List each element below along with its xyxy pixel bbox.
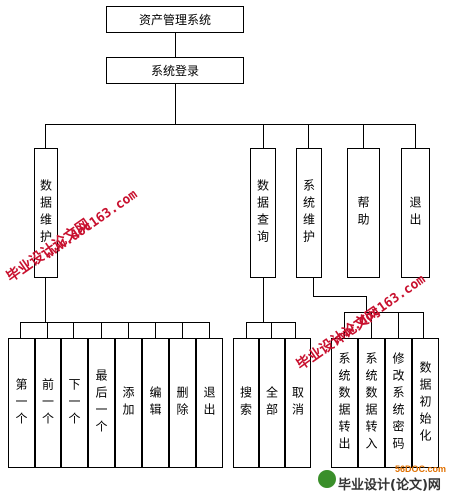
footer-site: 56DOC.com: [395, 464, 447, 474]
module-help: 帮助: [347, 148, 380, 278]
module-label: 系统维护: [301, 179, 316, 247]
leaf-search: 搜索: [233, 338, 259, 468]
module-label: 退出: [408, 196, 422, 230]
leaf-first: 第一个: [8, 338, 35, 468]
leaf-exit: 退出: [196, 338, 223, 468]
leaf-init-data: 数据初始化: [412, 338, 439, 468]
leaf-label: 系统数据转入: [364, 352, 378, 454]
module-data-query: 数据查询: [250, 148, 276, 278]
leaf-add: 添加: [115, 338, 142, 468]
leaf-previous: 前一个: [35, 338, 61, 468]
module-label: 帮助: [356, 196, 370, 230]
root-title: 资产管理系统: [138, 13, 211, 27]
leaf-label: 全部: [264, 386, 279, 420]
leaf-label: 编辑: [148, 386, 162, 420]
module-label: 数据查询: [255, 179, 270, 247]
leaf-label: 退出: [202, 386, 216, 420]
leaf-label: 第一个: [14, 377, 28, 429]
leaf-label: 搜索: [238, 386, 253, 420]
leaf-label: 修改系统密码: [391, 352, 405, 454]
leaf-import-data: 系统数据转入: [358, 338, 385, 468]
leaf-last: 最后一个: [88, 338, 115, 468]
module-data-maintenance: 数据维护: [34, 148, 58, 278]
module-exit: 退出: [401, 148, 430, 278]
leaf-change-password: 修改系统密码: [385, 338, 412, 468]
leaf-label: 添加: [121, 386, 135, 420]
footer-logo-icon: [318, 470, 336, 488]
login-label: 系统登录: [150, 64, 199, 78]
leaf-label: 前一个: [40, 377, 55, 429]
leaf-delete: 删除: [169, 338, 196, 468]
leaf-export-data: 系统数据转出: [331, 338, 358, 468]
root-node: 资产管理系统: [106, 6, 244, 33]
login-node: 系统登录: [106, 57, 244, 84]
module-label: 数据维护: [38, 179, 53, 247]
leaf-label: 最后一个: [94, 369, 108, 437]
leaf-all: 全部: [259, 338, 285, 468]
leaf-cancel: 取消: [285, 338, 311, 468]
leaf-label: 下一个: [67, 377, 81, 429]
leaf-next: 下一个: [61, 338, 88, 468]
leaf-label: 数据初始化: [418, 360, 432, 446]
footer-text: 毕业设计(论文)网: [338, 478, 441, 493]
module-system-maintenance: 系统维护: [296, 148, 322, 278]
leaf-label: 取消: [290, 386, 305, 420]
leaf-label: 删除: [175, 386, 189, 420]
leaf-label: 系统数据转出: [337, 352, 351, 454]
leaf-edit: 编辑: [142, 338, 169, 468]
